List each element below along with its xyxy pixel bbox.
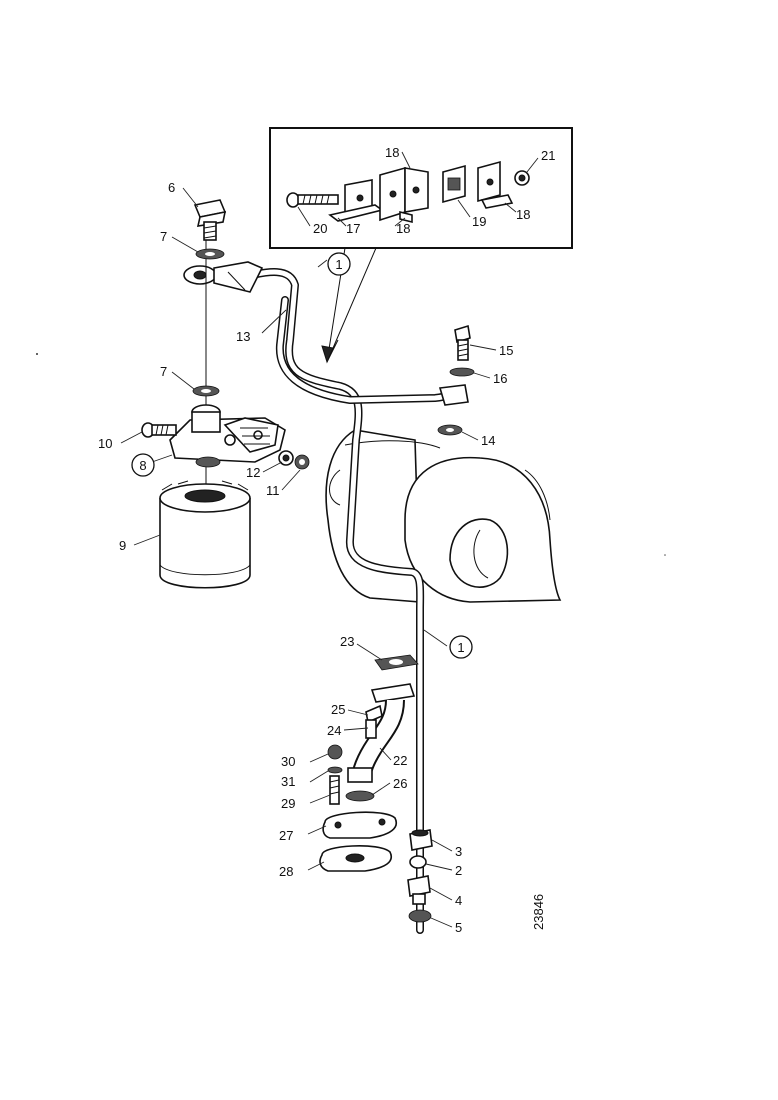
label-24: 24 (327, 723, 341, 738)
clamp-block-18 (379, 166, 429, 224)
label-10: 10 (98, 436, 112, 451)
label-12: 12 (246, 465, 260, 480)
union-4 (407, 875, 431, 905)
callout-8-text: 8 (139, 458, 146, 473)
bolt-15 (454, 324, 471, 361)
inset-label-21: 21 (541, 148, 555, 163)
callout-1-top: 1 (327, 252, 351, 276)
gasket-23 (374, 654, 419, 671)
inset-label-20: 20 (313, 221, 327, 236)
clamp-plate-19 (442, 164, 466, 204)
sleeve-2 (409, 855, 427, 869)
nut-30 (327, 744, 343, 760)
inset-label-18-mid: 18 (396, 221, 410, 236)
washer-7-top (195, 248, 225, 260)
label-28: 28 (279, 864, 293, 879)
bolt-20 (286, 192, 339, 208)
label-7-lower: 7 (160, 364, 167, 379)
label-4: 4 (455, 893, 462, 908)
label-13: 13 (236, 329, 250, 344)
gasket-26 (345, 790, 375, 802)
inset-label-18-right: 18 (516, 207, 530, 222)
label-2: 2 (455, 863, 462, 878)
drawing-number: 23846 (531, 894, 546, 930)
label-25: 25 (331, 702, 345, 717)
washer-11 (294, 454, 310, 470)
inset-label-19: 19 (472, 214, 486, 229)
label-6: 6 (168, 180, 175, 195)
washer-7-lower (192, 385, 220, 397)
label-27: 27 (279, 828, 293, 843)
inset-detail: 18 21 20 17 18 19 18 (269, 127, 573, 364)
part-labels: 6 7 7 13 10 12 11 9 15 16 14 23 25 24 22… (98, 180, 513, 935)
leader-lines (120, 187, 497, 928)
label-11: 11 (266, 483, 280, 498)
bracket-17 (328, 179, 384, 222)
label-30: 30 (281, 754, 295, 769)
plug-12 (278, 450, 294, 466)
label-22: 22 (393, 753, 407, 768)
callout-1-bottom-text: 1 (457, 640, 464, 655)
label-26: 26 (393, 776, 407, 791)
inset-label-18-top: 18 (385, 145, 399, 160)
bolt-6 (193, 199, 227, 241)
turbocharger-housing (325, 429, 562, 603)
label-3: 3 (455, 844, 462, 859)
label-29: 29 (281, 796, 295, 811)
bolt-10 (141, 422, 177, 438)
oil-pipe-13 (183, 261, 469, 934)
gasket-28 (319, 845, 392, 872)
callout-1-top-text: 1 (335, 257, 342, 272)
label-15: 15 (499, 343, 513, 358)
stud-29 (329, 775, 340, 805)
washer-31 (327, 766, 343, 774)
washer-14 (437, 424, 463, 436)
inset-label-17: 17 (346, 221, 360, 236)
callout-1-bottom: 1 (449, 635, 473, 659)
washer-16 (449, 367, 475, 377)
nut-3 (409, 829, 433, 851)
callout-8: 8 (131, 453, 155, 477)
washer-5 (408, 909, 432, 923)
flange-27 (322, 811, 397, 839)
label-9: 9 (119, 538, 126, 553)
nut-21 (514, 170, 530, 186)
label-16: 16 (493, 371, 507, 386)
label-31: 31 (281, 774, 295, 789)
filter-head-8 (169, 404, 286, 468)
bracket-18-right (477, 160, 514, 209)
return-pipe-22 (347, 683, 416, 783)
bolt-25-24 (365, 704, 383, 739)
label-5: 5 (455, 920, 462, 935)
label-14: 14 (481, 433, 495, 448)
oil-filter-9 (159, 480, 251, 589)
label-23: 23 (340, 634, 354, 649)
label-7-top: 7 (160, 229, 167, 244)
